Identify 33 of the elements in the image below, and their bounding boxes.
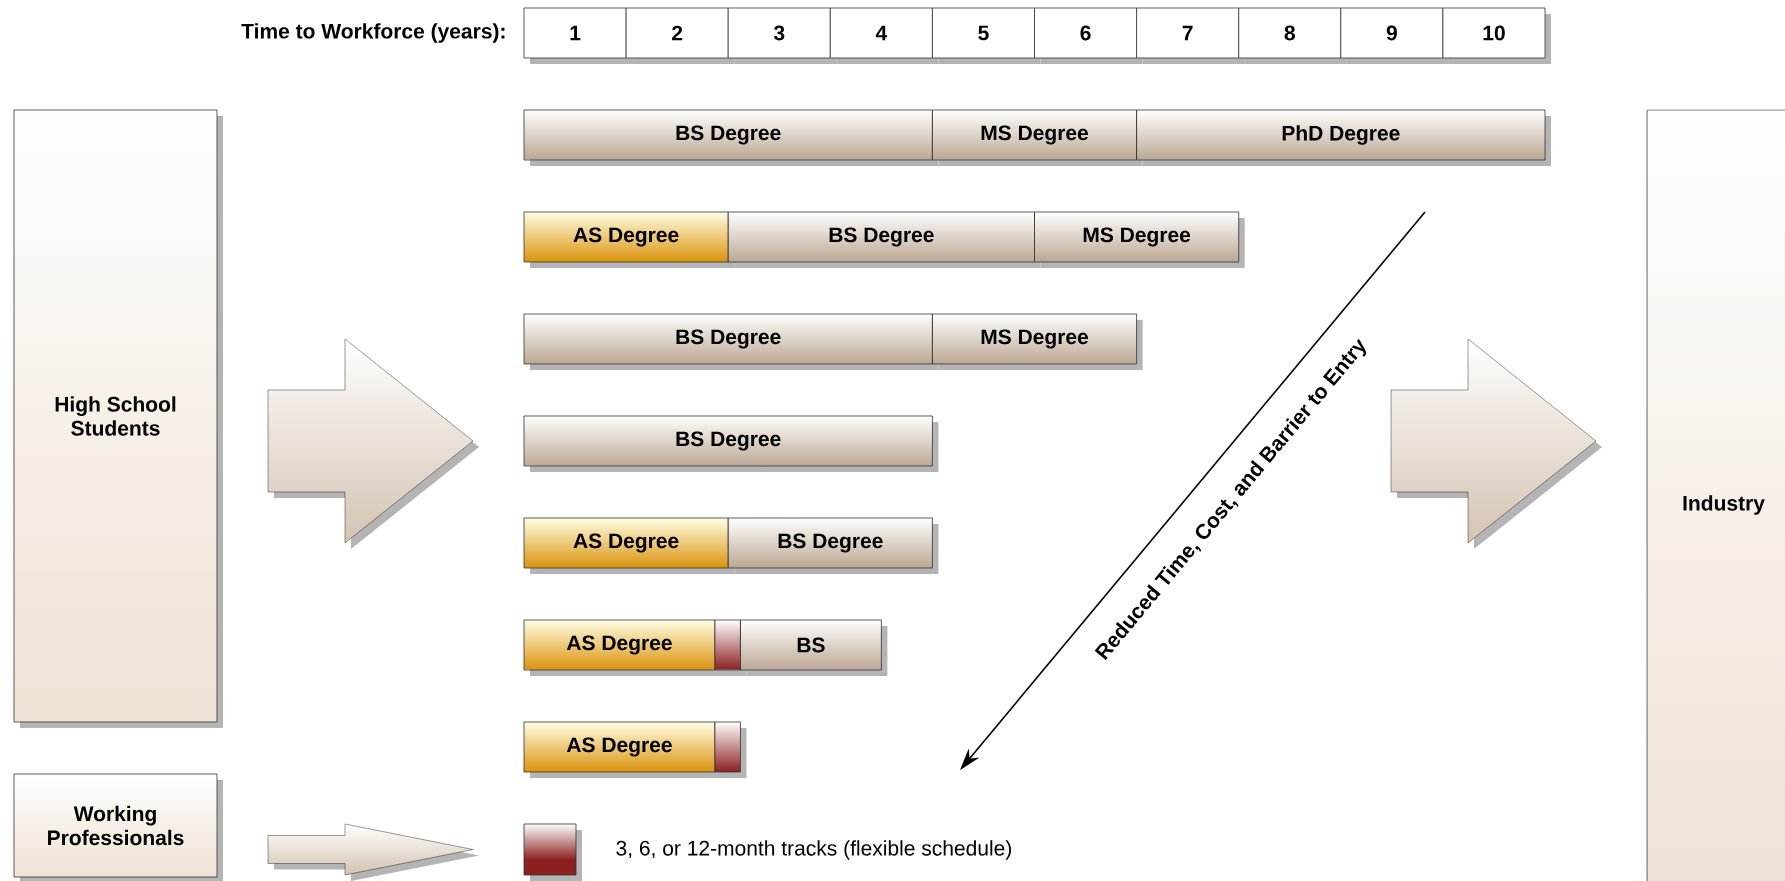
degree-bar: BS Degree <box>523 109 939 166</box>
degree-bar: MS Degree <box>932 109 1143 166</box>
degree-bar: MS Degree <box>932 313 1143 370</box>
degree-bar: BS Degree <box>523 313 939 370</box>
year-cell: 9 <box>1340 7 1449 64</box>
group-box: High School Students <box>13 109 223 728</box>
degree-bar: AS Degree <box>523 721 721 778</box>
block-arrow <box>1390 338 1602 549</box>
year-cell: 10 <box>1442 7 1551 64</box>
year-cell: 7 <box>1136 7 1245 64</box>
degree-bar: BS <box>740 619 888 676</box>
year-cell: 5 <box>932 7 1041 64</box>
year-cell: 1 <box>523 7 633 64</box>
degree-bar: AS Degree <box>523 517 735 574</box>
block-arrow <box>267 338 479 549</box>
year-cell: 2 <box>625 7 735 64</box>
degree-bar: PhD Degree <box>1136 109 1551 166</box>
track-segment <box>714 721 747 778</box>
year-cell: 8 <box>1238 7 1347 64</box>
degree-bar: AS Degree <box>523 211 735 268</box>
degree-bar: BS Degree <box>727 211 1041 268</box>
year-cell: 6 <box>1034 7 1143 64</box>
degree-bar: MS Degree <box>1034 211 1245 268</box>
block-arrow <box>267 823 479 881</box>
legend-text: 3, 6, or 12-month tracks (flexible schedule) <box>616 840 1011 860</box>
degree-bar: BS Degree <box>727 517 939 574</box>
group-box: Industry <box>1646 109 1785 881</box>
year-cell: 3 <box>727 7 837 64</box>
degree-bar: AS Degree <box>523 619 721 676</box>
year-cell: 4 <box>829 7 939 64</box>
group-box: Working Professionals <box>13 773 223 881</box>
axis-title: Time to Workforce (years): <box>241 23 505 43</box>
degree-bar: BS Degree <box>523 415 939 472</box>
